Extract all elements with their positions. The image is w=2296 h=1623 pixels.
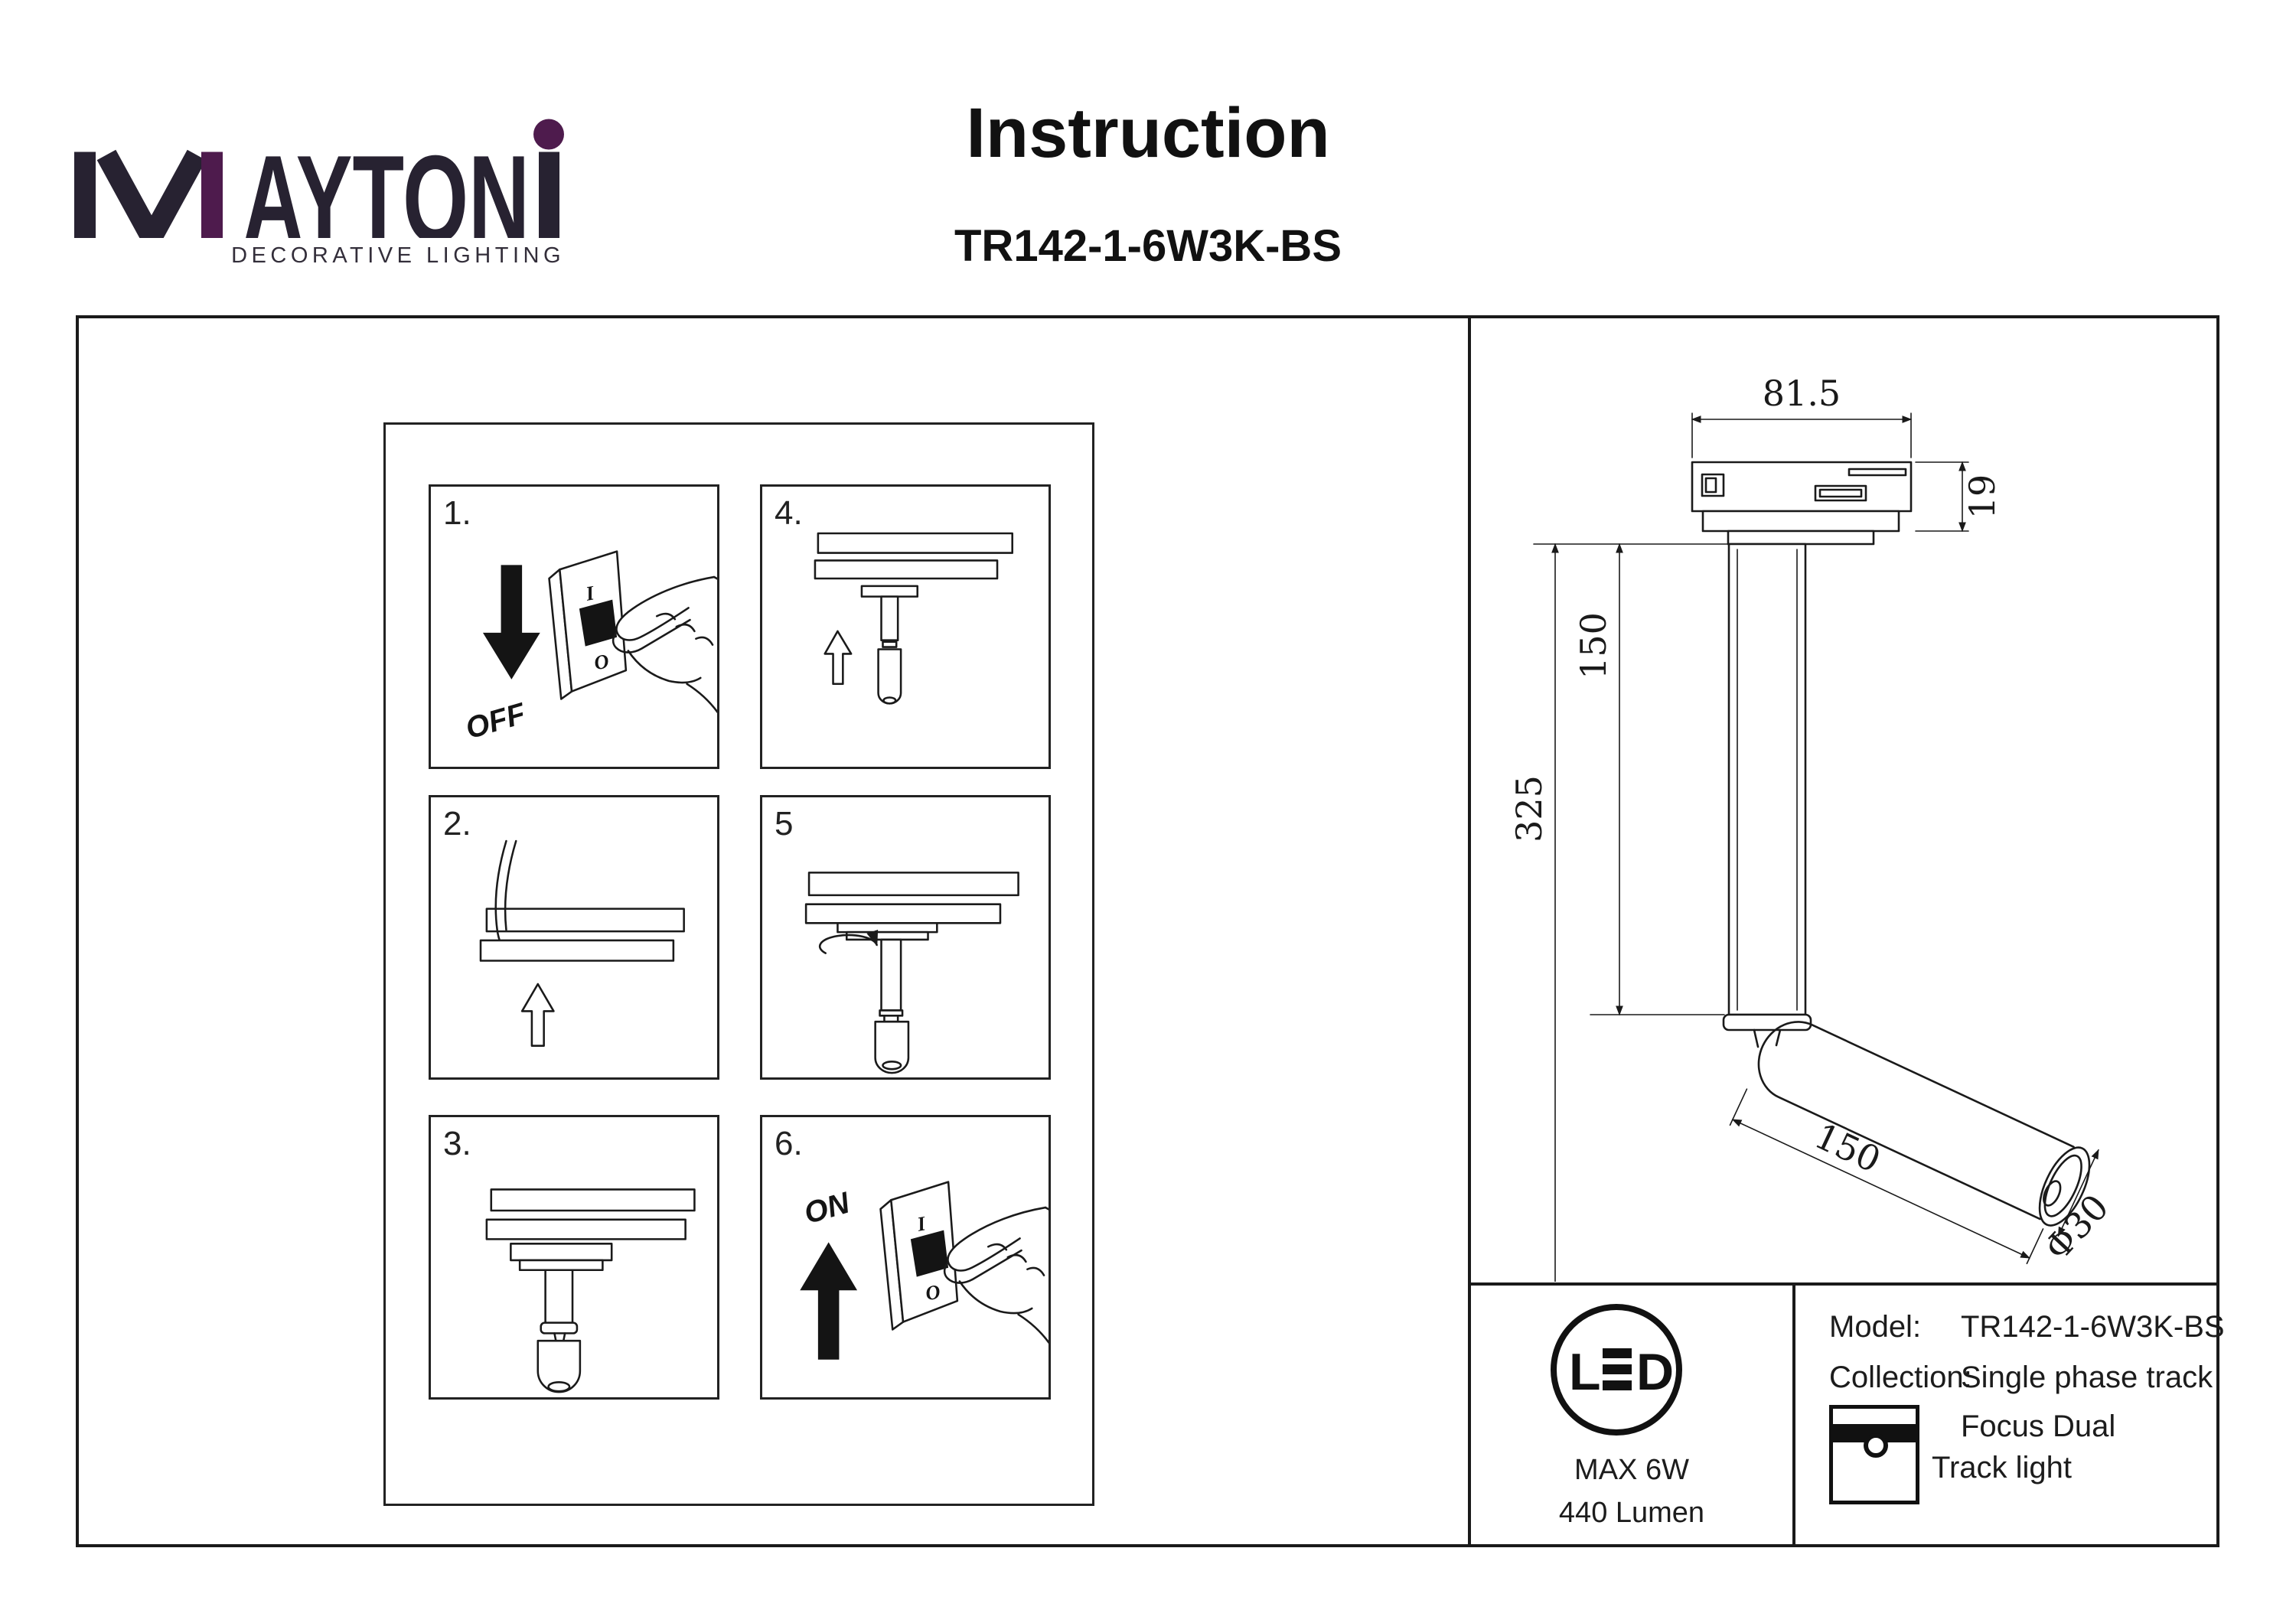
page-model-number: TR142-1-6W3K-BS (954, 221, 1342, 271)
panel-divider (1468, 315, 1471, 1547)
lens-ellipse (547, 1381, 571, 1393)
step1-art: OFF (462, 550, 717, 745)
fixture-stem (544, 1269, 574, 1324)
step6-art: ON (800, 1181, 1049, 1364)
fixture-stem (880, 595, 899, 641)
ceiling-hatch (490, 1188, 696, 1212)
page-title: Instruction (966, 94, 1330, 172)
stem-collar (540, 1322, 579, 1335)
luminous-flux: 440 Lumen (1558, 1497, 1705, 1529)
off-label: OFF (462, 696, 530, 745)
track-light-icon (1829, 1405, 1919, 1504)
lens-ellipse (882, 696, 897, 705)
step-box-2: 2. (429, 795, 719, 1080)
adapter-plate (837, 922, 938, 934)
fixture-head (874, 1020, 910, 1074)
ceiling-hatch (807, 872, 1019, 897)
ceiling-hatch (485, 908, 685, 933)
collection-value: Single phase track (1961, 1361, 2213, 1394)
model-label: Model: (1829, 1310, 1922, 1344)
on-label: ON (801, 1185, 854, 1230)
fixture-head (536, 1339, 582, 1393)
step2-art (479, 839, 685, 1047)
step-box-3: 3. (429, 1115, 719, 1400)
collection-label: Collection: (1829, 1361, 1972, 1394)
step-box-4: 4. (760, 484, 1051, 769)
mount-plate (1727, 530, 1875, 546)
logo-m-purple-leg (201, 152, 223, 238)
dim-adapter-width: 81.5 (1763, 373, 1841, 414)
lens-ellipse (882, 1061, 902, 1071)
up-arrow-outline-icon (520, 983, 555, 1047)
led-letter-e-bar (1603, 1348, 1632, 1358)
step-box-5: 5 (760, 795, 1051, 1080)
up-arrow-icon (800, 1242, 858, 1360)
step-number: 5 (775, 805, 794, 842)
fixture-stem (880, 938, 902, 1012)
dim-stem-length: 150 (1573, 612, 1614, 680)
step-box-1: OFF 1. (429, 484, 719, 769)
fixture-plate (860, 585, 919, 598)
max-power: MAX 6W (1574, 1454, 1689, 1486)
step4-art (814, 532, 1013, 705)
collection-line3: Track light (1932, 1451, 2073, 1484)
track-rail (479, 939, 675, 962)
spec-cell-divider (1792, 1282, 1795, 1547)
ceiling-hatch (817, 532, 1013, 554)
brand-tagline: DECORATIVE LIGHTING (231, 243, 565, 268)
model-value: TR142-1-6W3K-BS (1961, 1310, 2225, 1344)
track-icon-knob (1864, 1433, 1888, 1458)
steps-panel (383, 422, 1094, 1506)
technical-drawing: 150 Φ30 81.5 19 150 325 (1508, 373, 2117, 1282)
logo-wordmark-mid: AYTON (243, 129, 530, 239)
up-arrow-outline-icon (823, 630, 853, 686)
step5-art (804, 872, 1019, 1074)
logo-i-stem (539, 152, 559, 238)
spec-row-divider (1468, 1282, 2219, 1286)
step-number: 2. (443, 805, 471, 842)
led-letter-l: L (1569, 1343, 1601, 1401)
track-rail (804, 903, 1002, 924)
logo-i-dot (533, 119, 564, 150)
stem-cylinder (1727, 543, 1807, 1016)
power-cable (494, 839, 507, 952)
led-badge: L D (1551, 1304, 1682, 1436)
rotate-arrow-icon (818, 929, 879, 954)
step-number: 3. (443, 1125, 471, 1162)
dim-head-length: 150 (1808, 1115, 1887, 1181)
diagram-board (76, 315, 2219, 1547)
track-rail (814, 559, 999, 580)
dim-adapter-height: 19 (1962, 474, 2003, 520)
adapter-plate (510, 1243, 613, 1262)
collection-line2: Focus Dual (1961, 1410, 2116, 1443)
step-box-6: ON 6. (760, 1115, 1051, 1400)
stem-collar (1722, 1013, 1812, 1031)
switch-hand-art (879, 1181, 1049, 1364)
step-number: 1. (443, 494, 471, 532)
led-letter-d: D (1636, 1343, 1674, 1401)
dim-overall-height: 325 (1508, 775, 1550, 842)
track-rail (485, 1218, 687, 1240)
logo-m-v (96, 149, 207, 238)
step3-art (485, 1188, 696, 1393)
step-number: 4. (775, 494, 803, 532)
step-number: 6. (775, 1125, 803, 1162)
logo-m-left-leg (74, 152, 96, 238)
maytoni-logo: AYTON (74, 119, 564, 239)
down-arrow-icon (482, 565, 540, 680)
switch-hand-art (548, 550, 717, 734)
fixture-head (877, 648, 902, 705)
